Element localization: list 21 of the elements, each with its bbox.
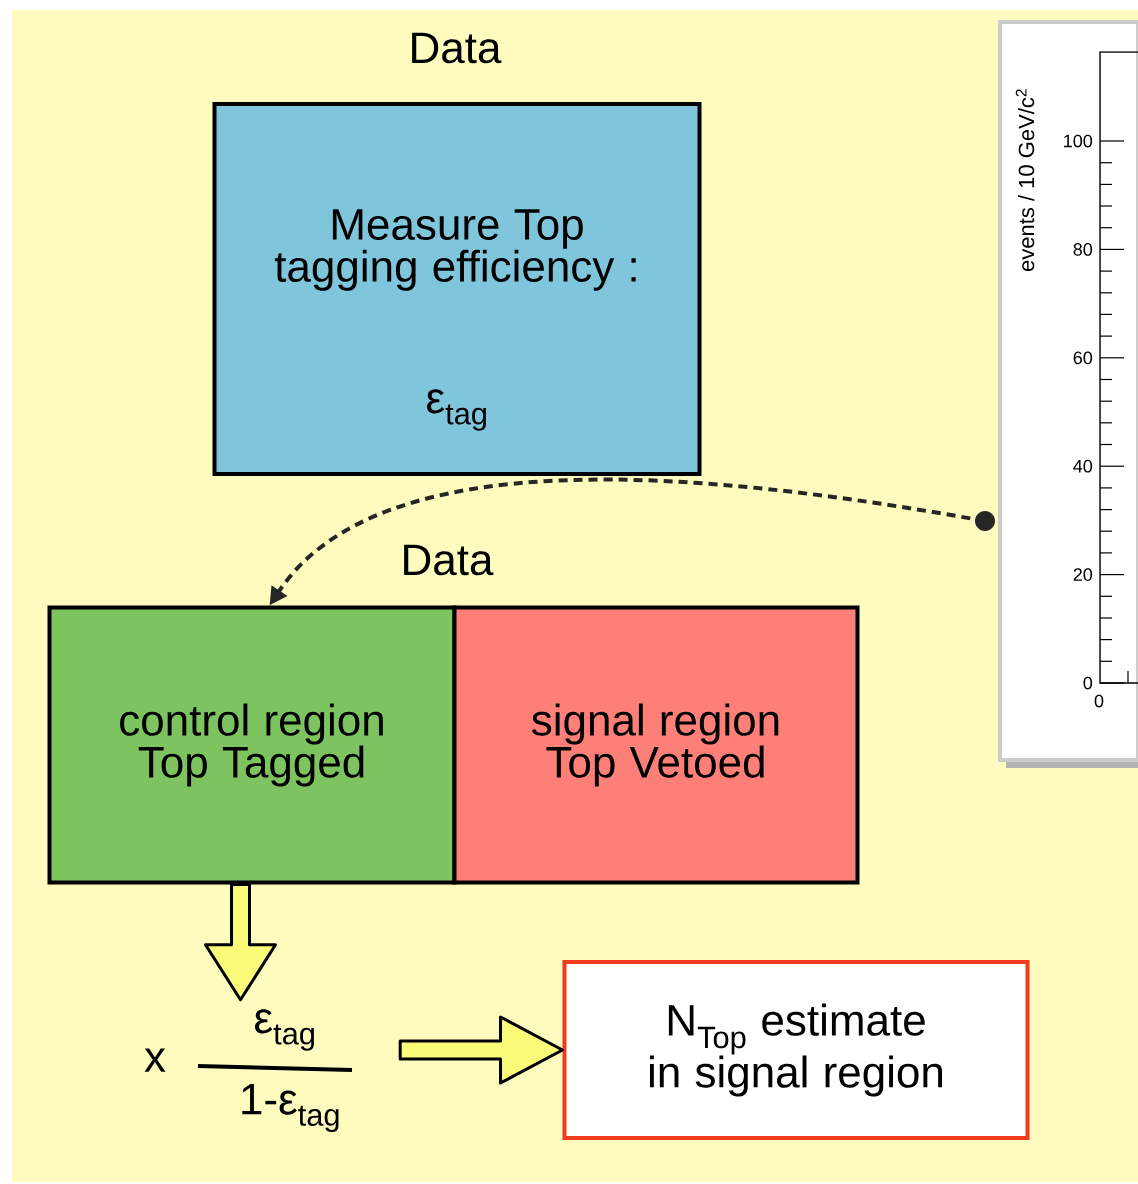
multiply-sign: x: [144, 1048, 166, 1072]
tick-label: 80: [1073, 243, 1093, 256]
block-arrow: [204, 883, 277, 1002]
tick-label: 100: [1064, 134, 1093, 148]
heading: Data: [404, 544, 494, 576]
denominator: 1-ε$_{tag}$: [242, 1084, 339, 1132]
axis-label: events / 10 GeV/c$^{2}$: [1015, 89, 1035, 272]
box-text: signal region Top Vetoed: [532, 703, 779, 787]
tick-label: 40: [1073, 459, 1093, 473]
box-text: Measure Top tagging efficiency :: [274, 209, 636, 291]
tick-label: 60: [1073, 351, 1093, 365]
heading: Data: [412, 32, 502, 64]
chart-drawing: [998, 20, 1138, 768]
box-text: control region Top Tagged: [120, 703, 383, 787]
box-text: N$_{Top}$ estimate in signal region: [650, 1003, 942, 1097]
symbol: ε$_{tag}$: [427, 389, 486, 431]
block-arrow: [398, 1015, 564, 1085]
tick-label: 0: [1083, 676, 1093, 690]
numerator: ε$_{tag}$: [255, 1009, 314, 1051]
tick-label: 20: [1073, 568, 1093, 581]
tick-label: 0: [1094, 694, 1104, 708]
